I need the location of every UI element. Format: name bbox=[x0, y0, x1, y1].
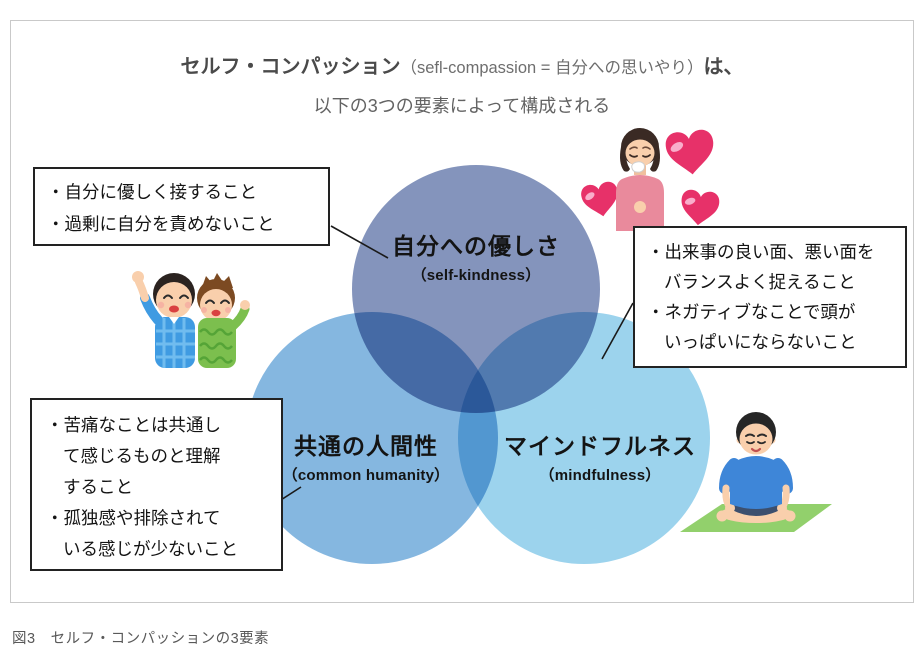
note-box-common-humanity: ・苦痛なことは共通し て感じるものと理解 すること ・孤独感や排除されて いる感… bbox=[30, 398, 283, 571]
note-line: ・ネガティブなことで頭が bbox=[647, 302, 856, 322]
note-line: て感じるものと理解 bbox=[63, 446, 221, 466]
note-line: ・苦痛なことは共通し bbox=[46, 415, 221, 435]
friend-left bbox=[132, 271, 195, 368]
note-line: バランスよく捉えること bbox=[664, 272, 856, 292]
note-box-self-kindness: ・自分に優しく接すること ・過剰に自分を責めないこと bbox=[33, 167, 330, 246]
note-line: いっぱいにならないこと bbox=[664, 332, 857, 352]
two-friends-illustration bbox=[132, 271, 250, 368]
title-paren: （sefl-compassion = 自分への思いやり） bbox=[400, 59, 704, 77]
note-line: すること bbox=[63, 477, 133, 497]
heart-icon bbox=[581, 181, 618, 217]
note-line: ・孤独感や排除されて bbox=[46, 508, 221, 528]
friend-right bbox=[197, 273, 250, 368]
moved-woman-with-hearts-illustration bbox=[581, 128, 720, 231]
heart-icon bbox=[665, 129, 714, 175]
figure-title: セルフ・コンパッション（sefl-compassion = 自分への思いやり）は… bbox=[10, 50, 914, 79]
figure-caption: 図3 セルフ・コンパッションの3要素 bbox=[12, 631, 270, 647]
meditating-person-illustration bbox=[680, 412, 832, 532]
meditating-man bbox=[716, 412, 796, 523]
title-suffix: は、 bbox=[703, 56, 744, 78]
heart-icon bbox=[681, 189, 720, 226]
note-line: ・自分に優しく接すること bbox=[47, 182, 257, 202]
note-box-mindfulness: ・出来事の良い面、悪い面を バランスよく捉えること ・ネガティブなことで頭が い… bbox=[633, 226, 907, 368]
note-line: ・過剰に自分を責めないこと bbox=[47, 214, 275, 234]
figure-subtitle: 以下の3つの要素によって構成される bbox=[313, 96, 611, 116]
moved-woman bbox=[616, 128, 664, 231]
note-line: いる感じが少ないこと bbox=[63, 539, 238, 559]
title-main: セルフ・コンパッション bbox=[180, 56, 401, 78]
note-line: ・出来事の良い面、悪い面を bbox=[647, 242, 875, 262]
